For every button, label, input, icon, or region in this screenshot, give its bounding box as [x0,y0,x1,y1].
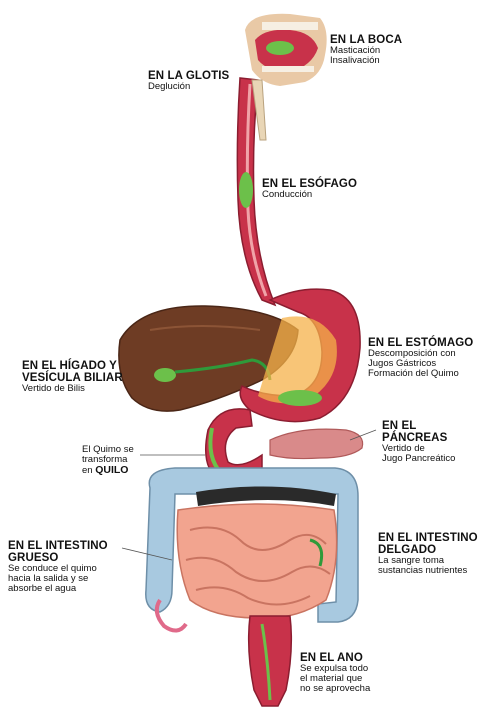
label-pancreas-title: EN EL PÁNCREAS [382,420,480,444]
label-boca: EN LA BOCA Masticación Insalivación [330,34,402,66]
label-quilo-line-3: en QUILO [82,465,134,476]
pancreas-illustration [270,429,363,458]
label-intestino-delgado: EN EL INTESTINO DELGADO La sangre toma s… [378,532,478,576]
label-quilo-bold: QUILO [95,464,128,476]
label-ano: EN EL ANO Se expulsa todo el material qu… [300,652,370,694]
label-estomago: EN EL ESTÓMAGO Descomposición con Jugos … [368,337,473,379]
label-intestino-grueso: EN EL INTESTINO GRUESO Se conduce el qui… [8,540,108,594]
label-higado-line-1: Vertido de Bilis [22,384,123,394]
label-higado-title-1: EN EL HÍGADO Y [22,360,123,372]
label-higado: EN EL HÍGADO Y VESÍCULA BILIAR Vertido d… [22,360,123,394]
mouth-illustration [245,14,327,86]
label-pancreas-line-2: Jugo Pancreático [382,454,480,464]
label-grueso-title-1: EN EL INTESTINO [8,540,108,552]
label-pancreas: EN EL PÁNCREAS Vertido de Jugo Pancreáti… [382,420,480,464]
bolus-esophagus [239,172,253,208]
label-quilo: El Quimo se transforma en QUILO [82,445,134,476]
label-estomago-line-3: Formación del Quimo [368,369,473,379]
label-boca-line-2: Insalivación [330,56,402,66]
gallbladder-illustration [154,368,176,382]
label-esofago: EN EL ESÓFAGO Conducción [262,178,357,200]
label-glotis: EN LA GLOTIS Deglución [148,70,229,92]
label-glotis-line-1: Deglución [148,82,229,92]
small-intestine-illustration [177,504,336,618]
label-ano-line-3: no se aprovecha [300,684,370,694]
label-grueso-line-3: absorbe el agua [8,584,108,594]
label-delgado-title-1: EN EL INTESTINO [378,532,478,544]
label-quilo-prefix: en [82,465,93,476]
label-esofago-line-1: Conducción [262,190,357,200]
label-delgado-line-2: sustancias nutrientes [378,566,478,576]
